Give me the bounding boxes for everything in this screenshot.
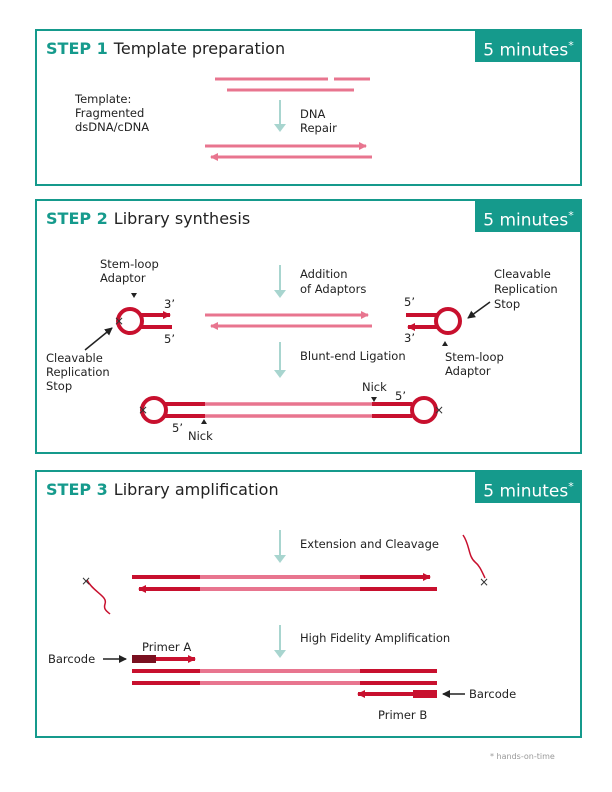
three-prime-label: 3’: [404, 331, 415, 345]
barcode-label: Barcode: [469, 687, 516, 701]
high-fidelity-label: High Fidelity Amplification: [300, 631, 450, 645]
step-number: STEP 2: [46, 209, 108, 228]
five-prime-label: 5’: [395, 389, 406, 403]
step-3-diagram: Extension and Cleavage × × High Fidelity…: [48, 530, 516, 722]
step-title: Template preparation: [113, 39, 286, 58]
pointer-triangle: [131, 293, 137, 298]
footnote: * hands-on-time: [490, 752, 555, 761]
step-number: STEP 1: [46, 39, 108, 58]
cleavable-label-3: Stop: [494, 297, 520, 311]
primer-b: [357, 690, 437, 698]
time-badge: 5 minutes*: [475, 29, 582, 62]
step-title: Library amplification: [113, 480, 279, 499]
left-stem-loop-adaptor: ×: [114, 307, 172, 335]
dna-repair-label-1: DNA: [300, 107, 325, 121]
primer-b-label: Primer B: [378, 708, 427, 722]
stem-loop-label-2: Adaptor: [100, 271, 146, 285]
primer-a-label: Primer A: [142, 640, 191, 654]
nick-marker: [371, 397, 377, 402]
barcode-label: Barcode: [48, 652, 95, 666]
three-prime-label: 3’: [164, 297, 175, 311]
cleavable-label-1: Cleavable: [494, 267, 551, 281]
footnote-mark: *: [568, 209, 574, 222]
step-title: Library synthesis: [113, 209, 251, 228]
process-arrow: [274, 100, 286, 132]
fragmented-template-strands: [215, 77, 370, 92]
template-label-2: Fragmented: [75, 106, 144, 120]
five-prime-label: 5’: [172, 421, 183, 435]
addition-label-2: of Adaptors: [300, 282, 366, 296]
stem-loop-label-1: Stem-loop: [445, 350, 504, 364]
template-label-3: dsDNA/cDNA: [75, 120, 149, 134]
time-badge: 5 minutes*: [475, 470, 582, 503]
time-text: 5 minutes: [483, 210, 569, 231]
process-arrow: [274, 625, 286, 658]
step-number: STEP 3: [46, 480, 108, 499]
step-2-panel: STEP 2 Library synthesis 5 minutes*: [35, 199, 582, 454]
pointer-triangle: [442, 341, 448, 346]
step-1-panel: STEP 1 Template preparation 5 minutes*: [35, 29, 582, 186]
pointer-arrow: [84, 327, 113, 351]
process-arrow: [274, 530, 286, 563]
step-2-heading: STEP 2 Library synthesis: [46, 209, 250, 228]
cleaved-loop-remnant: [462, 534, 486, 579]
right-stem-loop-adaptor: [406, 307, 462, 335]
time-badge: 5 minutes*: [475, 199, 582, 232]
barcode-segment: [413, 690, 437, 698]
cleavage-x-mark: ×: [434, 403, 444, 417]
nick-label: Nick: [362, 380, 387, 394]
process-arrow: [274, 342, 286, 378]
stem-loop-label-1: Stem-loop: [100, 257, 159, 271]
step-2-diagram: Stem-loop Adaptor × 3’ 5’ Cleavable Repl…: [46, 257, 558, 443]
step-1-diagram: Template: Fragmented dsDNA/cDNA DNA Repa…: [74, 77, 372, 161]
cleavable-label-2: Replication: [46, 365, 110, 379]
cleavable-label-2: Replication: [494, 282, 558, 296]
primer-a: [132, 655, 196, 663]
extended-library-dsdna: [132, 573, 437, 593]
blunt-end-label: Blunt-end Ligation: [300, 349, 406, 363]
nick-label: Nick: [188, 429, 213, 443]
step-3-panel: STEP 3 Library amplification 5 minutes*: [35, 470, 582, 738]
cleavage-x-mark: ×: [114, 314, 124, 328]
ligated-product: × ×: [138, 396, 444, 424]
cleavage-x-mark: ×: [81, 574, 91, 588]
barcode-segment: [132, 655, 156, 663]
cleavage-x-mark: ×: [138, 403, 148, 417]
step-1-heading: STEP 1 Template preparation: [46, 39, 285, 58]
cleavable-label-1: Cleavable: [46, 351, 103, 365]
time-text: 5 minutes: [483, 481, 569, 502]
process-arrow: [274, 265, 286, 298]
insert-dsdna: [205, 311, 372, 330]
five-prime-label: 5’: [404, 295, 415, 309]
cleavable-label-3: Stop: [46, 379, 72, 393]
repaired-dsdna: [205, 142, 372, 161]
nick-marker: [201, 419, 207, 424]
cleaved-loop-remnant: [86, 579, 111, 615]
step-3-heading: STEP 3 Library amplification: [46, 480, 279, 499]
dna-repair-label-2: Repair: [300, 121, 337, 135]
addition-label-1: Addition: [300, 267, 348, 281]
template-label-1: Template:: [74, 92, 131, 106]
amplification-template: [132, 669, 437, 685]
extension-label: Extension and Cleavage: [300, 537, 439, 551]
five-prime-label: 5’: [164, 332, 175, 346]
footnote-mark: *: [568, 480, 574, 493]
footnote-mark: *: [568, 39, 574, 52]
pointer-arrow: [467, 301, 491, 319]
cleavage-x-mark: ×: [479, 575, 489, 589]
stem-loop-label-2: Adaptor: [445, 364, 491, 378]
time-text: 5 minutes: [483, 40, 569, 61]
